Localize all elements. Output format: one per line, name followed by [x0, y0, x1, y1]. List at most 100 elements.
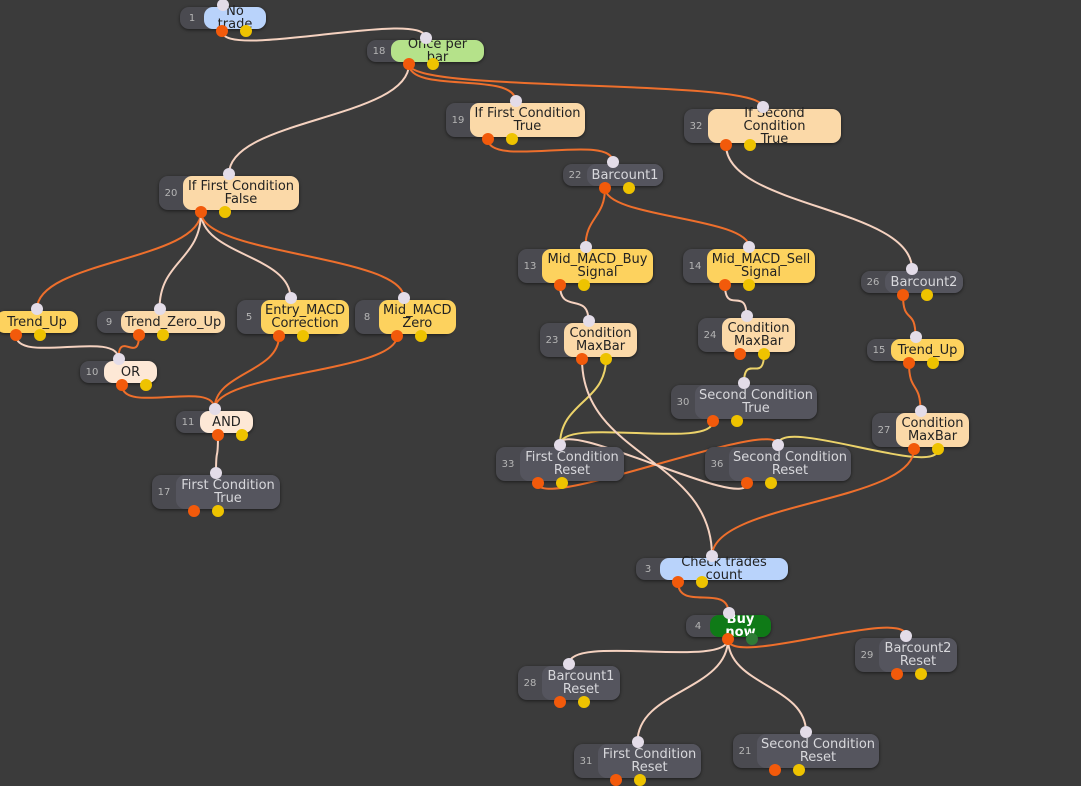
false-output-port[interactable]	[212, 505, 224, 517]
output-port[interactable]	[391, 330, 403, 342]
false-output-port[interactable]	[556, 477, 568, 489]
output-port[interactable]	[720, 139, 732, 151]
output-port[interactable]	[532, 477, 544, 489]
false-output-port[interactable]	[297, 330, 309, 342]
input-port[interactable]	[756, 101, 769, 113]
false-output-port[interactable]	[634, 774, 646, 786]
input-port[interactable]	[800, 726, 812, 738]
false-output-port[interactable]	[236, 429, 248, 441]
input-port[interactable]	[419, 32, 432, 44]
output-port[interactable]	[897, 289, 909, 301]
input-port[interactable]	[579, 241, 592, 253]
input-port[interactable]	[112, 353, 125, 365]
output-port[interactable]	[273, 330, 285, 342]
input-port[interactable]	[607, 156, 619, 168]
input-port[interactable]	[722, 607, 735, 619]
input-port[interactable]	[284, 292, 297, 304]
false-output-port[interactable]	[793, 764, 805, 776]
input-port[interactable]	[398, 292, 410, 304]
output-port[interactable]	[195, 206, 207, 218]
false-output-port[interactable]	[578, 696, 590, 708]
input-port[interactable]	[563, 658, 575, 670]
output-port[interactable]	[216, 25, 228, 37]
false-output-port[interactable]	[731, 415, 743, 427]
false-output-port[interactable]	[578, 279, 590, 291]
output-port[interactable]	[116, 379, 128, 391]
output-port[interactable]	[891, 668, 903, 680]
output-port[interactable]	[10, 329, 22, 341]
output-port[interactable]	[554, 279, 566, 291]
false-output-port[interactable]	[240, 25, 252, 37]
output-port[interactable]	[212, 429, 224, 441]
output-port[interactable]	[908, 443, 920, 455]
input-port[interactable]	[738, 377, 750, 389]
output-port[interactable]	[672, 576, 684, 588]
output-port[interactable]	[482, 133, 494, 145]
input-port[interactable]	[706, 550, 718, 562]
false-output-port[interactable]	[746, 633, 758, 645]
input-port[interactable]	[210, 467, 222, 479]
output-port[interactable]	[610, 774, 622, 786]
false-output-port[interactable]	[140, 379, 152, 391]
false-output-port[interactable]	[506, 133, 518, 145]
output-port[interactable]	[599, 182, 611, 194]
output-port[interactable]	[903, 357, 915, 369]
input-port[interactable]	[909, 331, 922, 343]
node-trend-up-[interactable]: Trend_Up	[0, 311, 78, 333]
input-port[interactable]	[217, 0, 229, 11]
input-port[interactable]	[772, 439, 784, 451]
output-port[interactable]	[769, 764, 781, 776]
false-output-port[interactable]	[696, 576, 708, 588]
input-port[interactable]	[208, 403, 221, 415]
false-output-port[interactable]	[600, 353, 612, 365]
false-output-port[interactable]	[932, 443, 944, 455]
input-port[interactable]	[740, 310, 753, 322]
input-port[interactable]	[906, 263, 918, 275]
output-port[interactable]	[722, 633, 734, 645]
input-port[interactable]	[31, 303, 43, 315]
false-output-port[interactable]	[915, 668, 927, 680]
input-port[interactable]	[914, 405, 927, 417]
false-output-port[interactable]	[743, 279, 755, 291]
false-output-port[interactable]	[623, 182, 635, 194]
output-port[interactable]	[188, 505, 200, 517]
false-output-port[interactable]	[219, 206, 231, 218]
false-output-port[interactable]	[157, 329, 169, 341]
input-port[interactable]	[743, 241, 755, 253]
input-port[interactable]	[631, 736, 644, 748]
output-port[interactable]	[719, 279, 731, 291]
false-output-port[interactable]	[921, 289, 933, 301]
false-output-port[interactable]	[744, 139, 756, 151]
output-port[interactable]	[403, 58, 415, 70]
false-output-port[interactable]	[758, 348, 770, 360]
output-port[interactable]	[741, 477, 753, 489]
input-port[interactable]	[900, 630, 912, 642]
input-port[interactable]	[223, 168, 235, 180]
input-port[interactable]	[554, 439, 566, 451]
output-port[interactable]	[133, 329, 145, 341]
output-port[interactable]	[734, 348, 746, 360]
false-output-port[interactable]	[427, 58, 439, 70]
